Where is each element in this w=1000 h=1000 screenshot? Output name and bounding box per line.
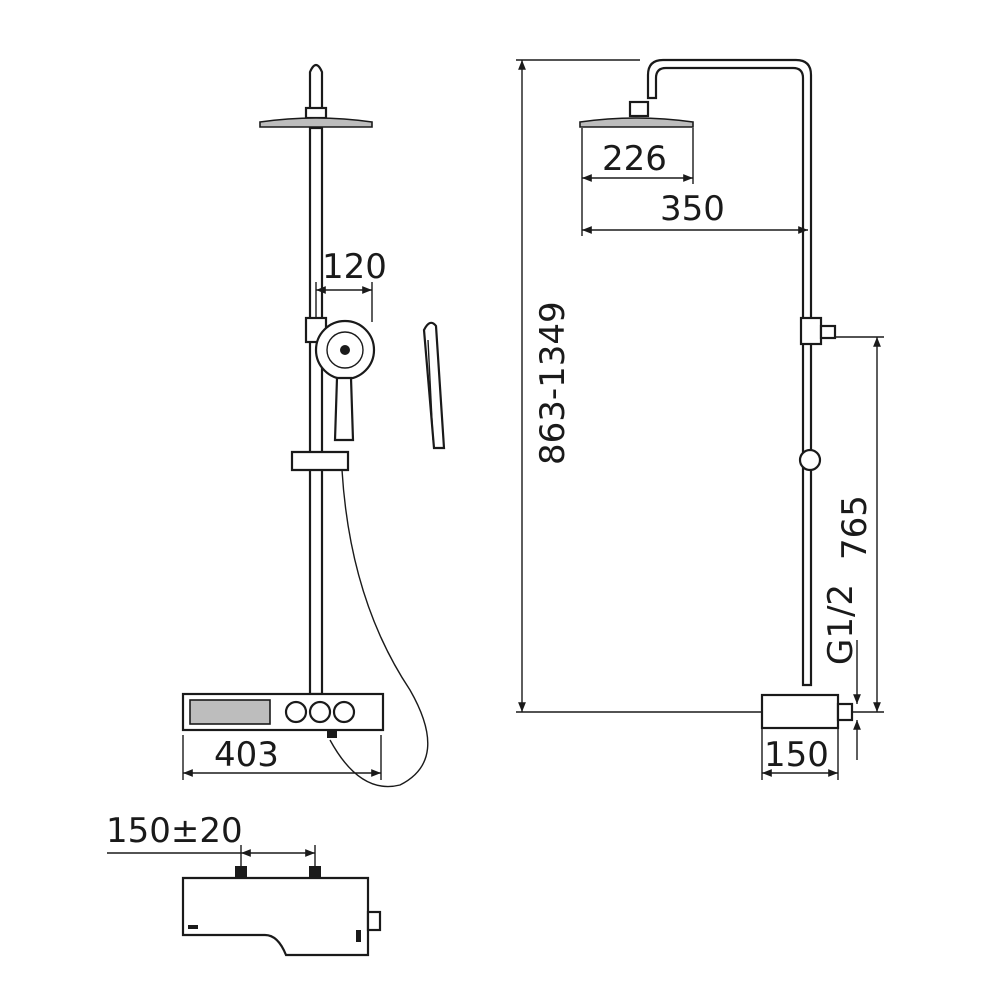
knob [332,700,356,724]
dim-head-diameter: 226 [602,139,667,179]
side-mixer [760,693,840,730]
dim-shelf-width: 403 [214,735,279,775]
head-connector [304,106,328,120]
knob [308,700,332,724]
riser-rail [308,126,324,696]
hand-shower-handle [333,376,355,442]
knob [284,700,308,724]
dim-inlet-spacing: 150±20 [106,811,243,851]
side-view: 863-1349 226 350 765 G1/2 150 [516,58,884,780]
side-shower-head [579,117,694,128]
hand-shower-side [422,321,446,450]
top-pipe [308,63,324,112]
wall-bracket [799,316,823,346]
dim-connection: G1/2 [821,584,861,665]
dim-mixer-depth: 150 [764,735,829,775]
slider [798,448,822,472]
dim-head-projection: 350 [660,189,725,229]
dim-hand-shower-width: 120 [322,247,387,287]
shower-head [259,117,373,128]
mixer-top-view: 150±20 [106,811,382,957]
slider-bracket [290,450,350,472]
hose [329,469,429,788]
dim-bracket-height: 765 [835,495,875,560]
dim-height-range: 863-1349 [533,301,573,465]
front-view: 120 403 [181,63,429,788]
